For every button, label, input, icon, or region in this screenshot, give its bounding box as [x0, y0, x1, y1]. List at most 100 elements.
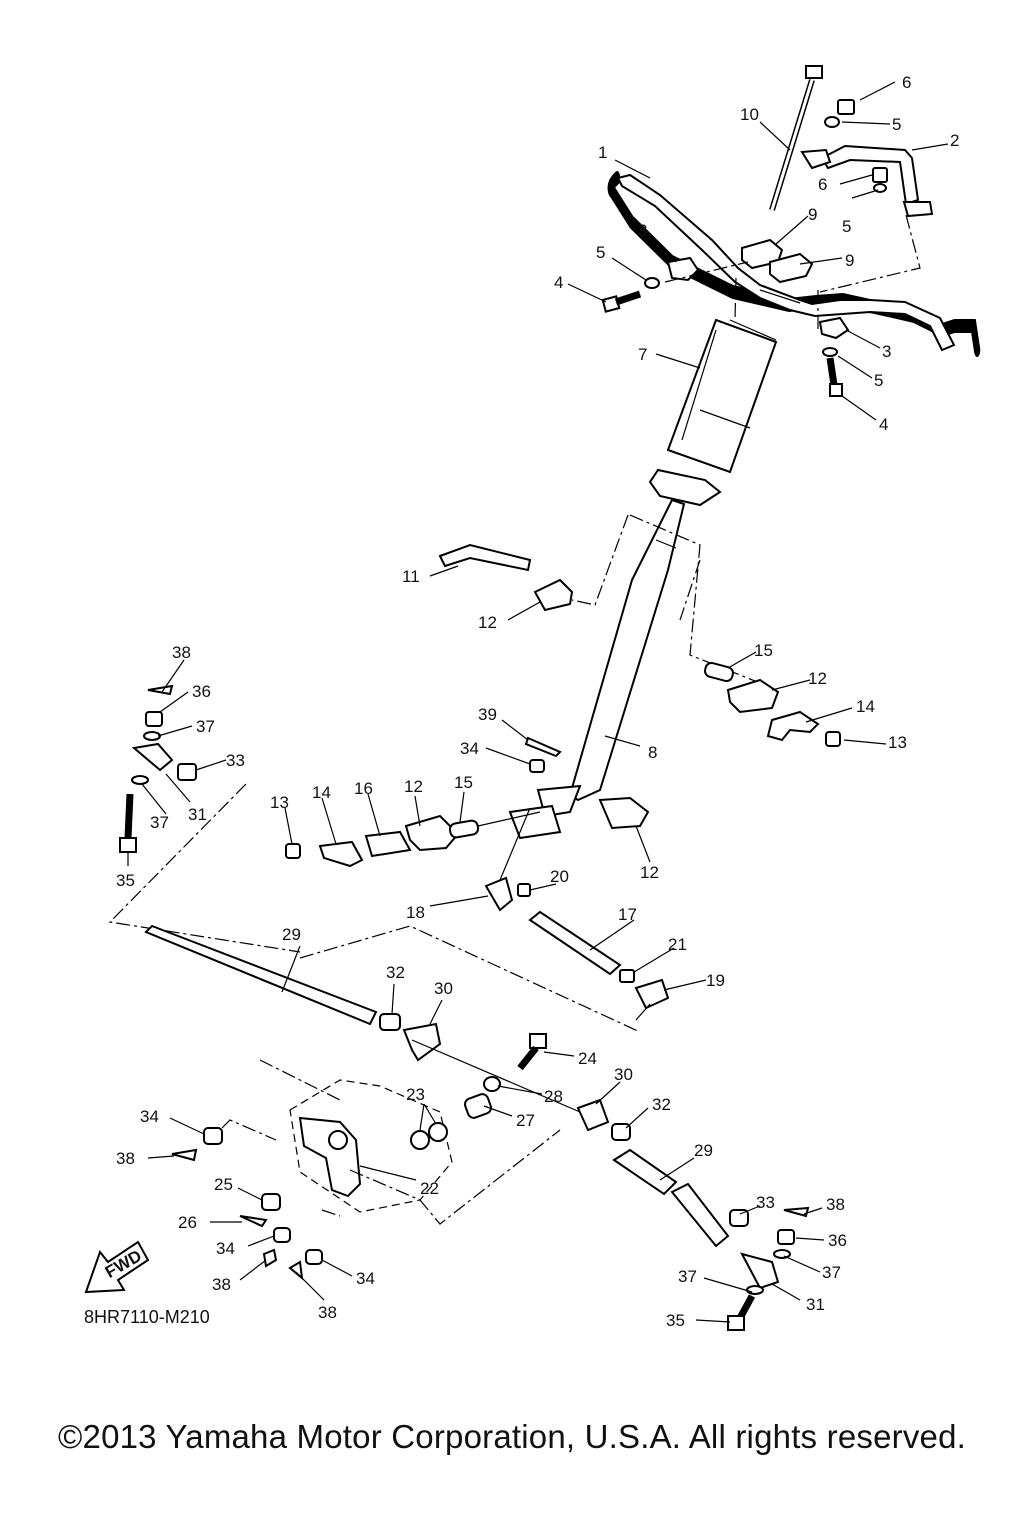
- nut-36-left[interactable]: [145, 711, 163, 727]
- pin-39[interactable]: [524, 736, 562, 758]
- guide-top: [734, 214, 921, 330]
- callout-5: 5: [596, 243, 605, 262]
- callout-34: 34: [356, 1269, 375, 1288]
- washer-37-left-top[interactable]: [143, 731, 161, 741]
- rod-17[interactable]: [528, 910, 622, 976]
- ball-joint-19[interactable]: [634, 978, 670, 1010]
- link-14-left[interactable]: [318, 840, 364, 868]
- collar-27[interactable]: [463, 1092, 493, 1119]
- holder-12-column[interactable]: [598, 796, 650, 830]
- callout-5: 5: [842, 217, 851, 236]
- callout-12: 12: [478, 613, 497, 632]
- washer-37-right[interactable]: [746, 1285, 764, 1295]
- callout-29: 29: [282, 925, 301, 944]
- washer-5-top[interactable]: [824, 116, 840, 128]
- callout-19: 19: [706, 971, 725, 990]
- callout-37: 37: [150, 813, 169, 832]
- washer-37-right-top[interactable]: [773, 1249, 791, 1259]
- ball-joint-30-right[interactable]: [576, 1098, 610, 1132]
- callout-34: 34: [140, 1107, 159, 1126]
- tie-rod-11[interactable]: [438, 543, 532, 572]
- tie-rod-29-left[interactable]: [144, 924, 378, 1026]
- nut-21[interactable]: [619, 969, 635, 983]
- callout-34: 34: [216, 1239, 235, 1258]
- bearing-23-a[interactable]: [410, 1130, 430, 1150]
- bearing-23-b[interactable]: [428, 1122, 448, 1142]
- callout-3: 3: [638, 221, 647, 240]
- holder-12-upper[interactable]: [533, 578, 574, 612]
- callout-37: 37: [196, 717, 215, 736]
- callout-38: 38: [318, 1303, 337, 1322]
- bolt-35-right[interactable]: [727, 1294, 756, 1331]
- callout-18: 18: [406, 903, 425, 922]
- callout-23: 23: [406, 1085, 425, 1104]
- callout-2: 2: [950, 131, 959, 150]
- callout-33: 33: [226, 751, 245, 770]
- washer-5-right[interactable]: [822, 347, 838, 357]
- holder-12-right[interactable]: [726, 678, 780, 714]
- callout-37: 37: [822, 1263, 841, 1282]
- bar-grip-line: [759, 289, 801, 304]
- handlebar-tube-outline: [616, 173, 956, 352]
- ball-joint-18[interactable]: [484, 876, 514, 912]
- callout-34: 34: [460, 739, 479, 758]
- tie-rod-29-right-lower[interactable]: [670, 1182, 730, 1248]
- tie-rod-end-31-right[interactable]: [740, 1252, 780, 1290]
- long-bolt[interactable]: [769, 65, 823, 211]
- nut-6-mid[interactable]: [872, 167, 888, 183]
- steering-column[interactable]: [568, 498, 686, 802]
- nut-34-upper[interactable]: [529, 759, 545, 773]
- nut-6-top[interactable]: [837, 99, 855, 115]
- nut-32-right[interactable]: [611, 1123, 631, 1141]
- nut-34-left[interactable]: [203, 1127, 223, 1145]
- column-arm-lower[interactable]: [508, 804, 562, 840]
- washer-5-left[interactable]: [644, 277, 660, 289]
- cotter-38-left[interactable]: [147, 684, 174, 696]
- callout-5: 5: [874, 371, 883, 390]
- callout-8: 8: [648, 743, 657, 762]
- callout-25: 25: [214, 1175, 233, 1194]
- washer-28[interactable]: [483, 1076, 501, 1092]
- cotter-38-bottom[interactable]: [288, 1260, 304, 1281]
- bell-crank[interactable]: [298, 1116, 362, 1198]
- bracket-top[interactable]: [800, 148, 832, 170]
- cotter-38-crank[interactable]: [171, 1148, 198, 1162]
- bolt-35-left[interactable]: [119, 793, 137, 853]
- nut-33-left[interactable]: [177, 763, 197, 781]
- bolt-24[interactable]: [517, 1033, 547, 1071]
- callout-16: 16: [354, 779, 373, 798]
- nut-32-left[interactable]: [379, 1013, 401, 1031]
- bolt-4-right[interactable]: [826, 357, 843, 397]
- guide-upper-left: [571, 514, 629, 606]
- tie-rod-29-right[interactable]: [612, 1148, 678, 1196]
- washer-37-left[interactable]: [131, 775, 149, 785]
- callout-27: 27: [516, 1111, 535, 1130]
- holder-9-lower[interactable]: [769, 252, 814, 284]
- cotter-38-right[interactable]: [783, 1206, 810, 1218]
- link-14-right[interactable]: [766, 710, 820, 742]
- bracket-brace-end[interactable]: [902, 201, 934, 218]
- callout-36: 36: [192, 682, 211, 701]
- tie-rod-end-31-left[interactable]: [131, 742, 174, 772]
- collar-25[interactable]: [261, 1193, 281, 1211]
- callout-14: 14: [312, 783, 331, 802]
- column-top-plate[interactable]: [648, 468, 722, 507]
- holder-12-left[interactable]: [404, 814, 460, 852]
- nut-34-bottom[interactable]: [305, 1249, 323, 1265]
- nut-20[interactable]: [517, 883, 531, 897]
- nut-33-right[interactable]: [729, 1209, 749, 1227]
- pin-26[interactable]: [239, 1215, 268, 1228]
- bracket-3-right[interactable]: [818, 316, 850, 340]
- bolt-4-left[interactable]: [601, 290, 642, 313]
- nut-34-lower[interactable]: [273, 1227, 291, 1243]
- nut-36-right[interactable]: [777, 1229, 795, 1245]
- ball-joint-30-left[interactable]: [402, 1022, 442, 1062]
- plate-16[interactable]: [364, 830, 412, 858]
- handlebar-pad[interactable]: [666, 318, 778, 474]
- nut-13-right[interactable]: [825, 731, 841, 747]
- nut-13-left[interactable]: [285, 843, 301, 859]
- cotter-38-lower[interactable]: [262, 1248, 278, 1268]
- collar-15-right[interactable]: [704, 661, 735, 683]
- stud-19: [635, 1003, 651, 1021]
- collar-15-left[interactable]: [448, 819, 480, 839]
